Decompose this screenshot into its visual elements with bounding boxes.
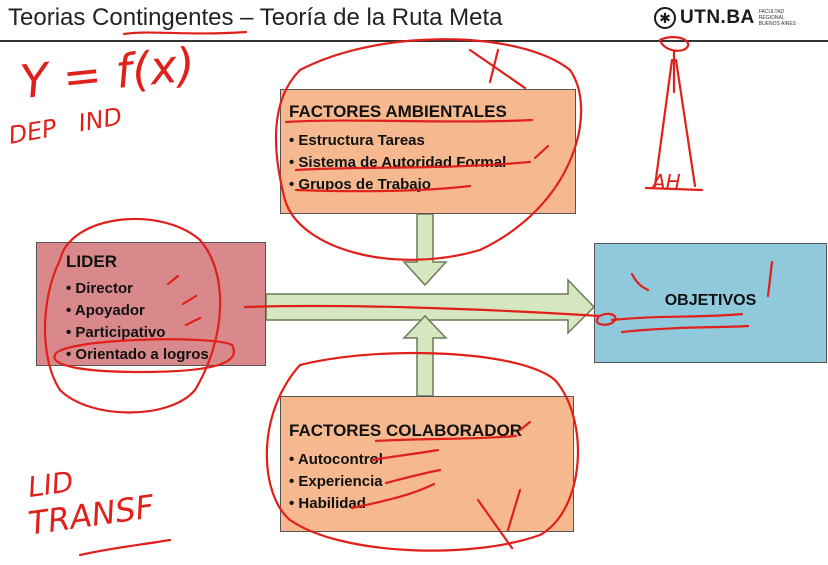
list-item: Director <box>66 278 209 300</box>
utn-ba-logo: ✱ UTN.BA FACULTAD REGIONAL BUENOS AIRES <box>654 4 799 32</box>
lider-list: Director Apoyador Participativo Orientad… <box>66 278 209 366</box>
objetivos-bracket-left <box>630 272 650 292</box>
list-item: Participativo <box>66 322 209 344</box>
objetivos-box: OBJETIVOS <box>594 243 827 363</box>
slide-title: Teorias Contingentes – Teoría de la Ruta… <box>8 4 503 31</box>
list-item: Experiencia <box>289 471 383 493</box>
list-item: Habilidad <box>289 493 383 515</box>
tick-habilidad <box>350 482 436 510</box>
logo-text: UTN.BA <box>680 7 755 28</box>
swirl-objetivos <box>595 312 617 326</box>
title-underline <box>122 30 248 36</box>
underline-autoridad <box>294 160 532 172</box>
underline-ambientales <box>284 118 534 124</box>
circle-colaborador <box>265 351 580 552</box>
factores-ambientales-title: FACTORES AMBIENTALES <box>289 102 507 121</box>
factores-colaborador-box: FACTORES COLABORADOR Autocontrol Experie… <box>280 396 574 532</box>
factores-colaborador-title: FACTORES COLABORADOR <box>289 421 522 440</box>
circle-ambientales <box>274 38 583 261</box>
underline-colaborador <box>374 434 518 443</box>
ellipse-orientado-logros <box>53 338 235 374</box>
arrow-right-to-objetivos <box>265 278 596 335</box>
objetivos-bracket-right <box>766 260 774 298</box>
list-item: Estructura Tareas <box>289 130 506 152</box>
list-item: Autocontrol <box>289 449 383 471</box>
utn-emblem-icon: ✱ <box>654 7 676 29</box>
underline-grupos <box>294 184 472 193</box>
lider-title: LIDER <box>66 252 117 271</box>
tick-colaborador <box>518 420 532 432</box>
handwritten-ah: AH <box>652 170 681 194</box>
list-item: Grupos de Trabajo <box>289 174 506 196</box>
tick-autocontrol <box>370 448 440 462</box>
list-item: Apoyador <box>66 300 209 322</box>
logo-subtext: FACULTAD REGIONAL BUENOS AIRES <box>758 9 797 27</box>
tick-experiencia <box>384 468 442 485</box>
list-item: Orientado a logros <box>66 344 208 366</box>
cross-mark-bottom <box>476 488 522 550</box>
circle-lider <box>43 217 222 414</box>
underline-objetivos-2 <box>620 324 750 334</box>
objetivos-title: OBJETIVOS <box>664 292 757 309</box>
tick-apoyador <box>181 294 198 306</box>
line-through-arrow <box>243 304 602 318</box>
cross-mark-top <box>468 48 527 90</box>
stick-figure-sketch <box>644 36 704 192</box>
underline-objetivos-1 <box>610 312 744 322</box>
tick-autoridad <box>533 144 550 160</box>
tick-participativo <box>184 316 202 327</box>
arrow-up-from-colaborador <box>402 314 448 397</box>
factores-colaborador-list: Autocontrol Experiencia Habilidad <box>289 449 383 515</box>
tick-director <box>166 274 180 286</box>
arrow-down-from-ambientales <box>402 213 448 287</box>
underline-bottom-left <box>78 538 172 557</box>
